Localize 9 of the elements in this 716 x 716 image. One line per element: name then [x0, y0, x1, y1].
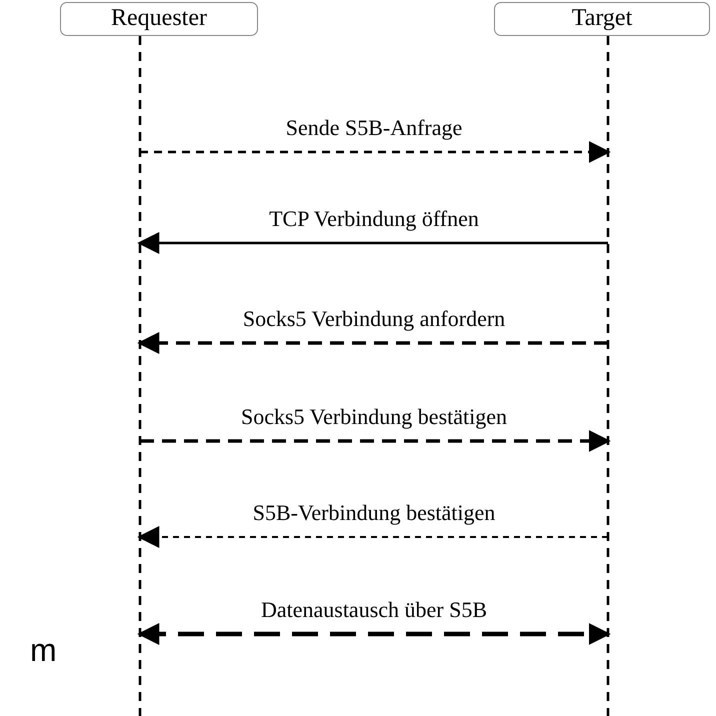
message-arrow	[137, 332, 608, 354]
message-arrow	[137, 623, 611, 645]
participant-box: Requester	[60, 2, 258, 36]
message-arrow	[140, 141, 611, 163]
message-arrow	[137, 232, 608, 254]
message-arrow	[137, 526, 608, 548]
message-arrow	[140, 430, 611, 452]
text-fragment: m	[30, 632, 57, 669]
participant-box: Target	[494, 2, 710, 36]
